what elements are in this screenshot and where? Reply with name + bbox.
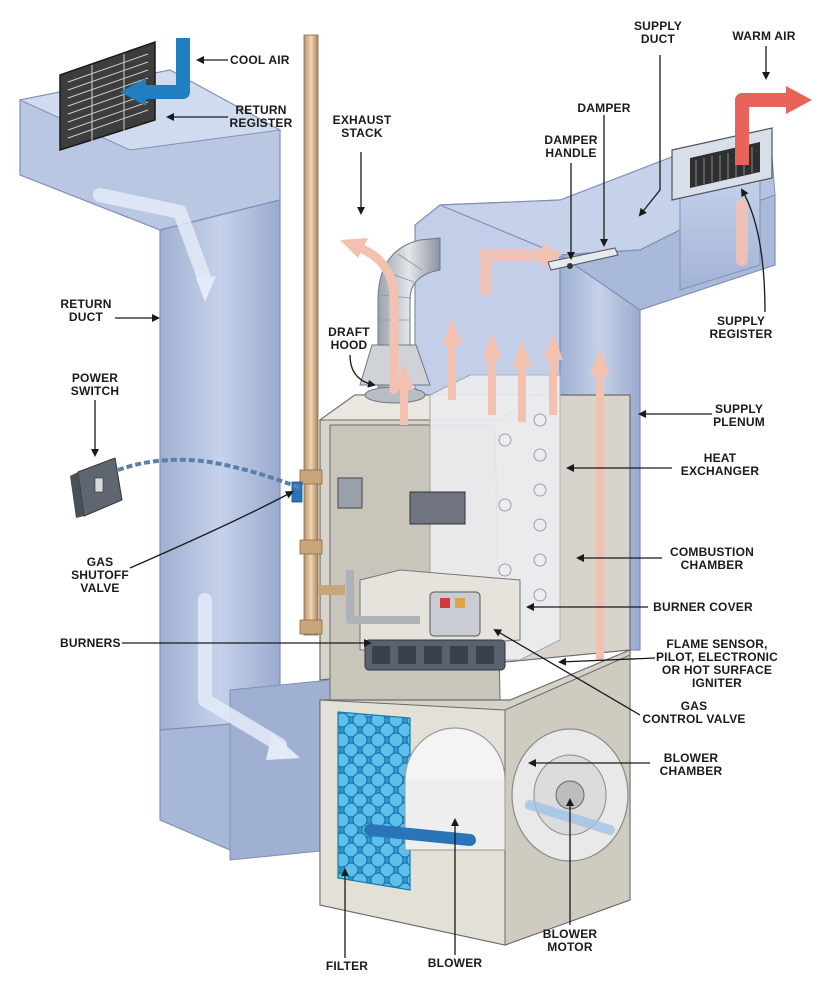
warm-air-arrow: [735, 93, 790, 165]
label-burner-cover: BURNER COVER: [653, 600, 753, 614]
exhaust-stack: [340, 237, 441, 404]
label-return-register: RETURN REGISTER: [229, 103, 293, 130]
label-cool-air: COOL AIR: [230, 53, 290, 67]
return-register-grille: [59, 40, 156, 152]
label-supply-register: SUPPLY REGISTER: [709, 314, 773, 341]
label-exhaust-stack: EXHAUST STACK: [332, 113, 392, 140]
damper: [547, 247, 619, 271]
label-damper-handle: DAMPER HANDLE: [544, 133, 598, 160]
label-draft-hood: DRAFT HOOD: [328, 325, 370, 352]
label-gas-control-valve: GAS CONTROL VALVE: [642, 699, 746, 726]
cool-air-arrow: [140, 38, 190, 99]
gas-control-valve: [429, 591, 481, 637]
power-switch: [70, 457, 123, 518]
label-supply-duct: SUPPLY DUCT: [633, 19, 683, 46]
burners: [364, 639, 506, 671]
label-filter: FILTER: [325, 959, 369, 973]
furnace-cabinet: [318, 374, 631, 946]
label-damper: DAMPER: [577, 101, 631, 115]
label-burners: BURNERS: [60, 636, 121, 650]
control-box: [409, 491, 466, 525]
label-combustion-chamber: COMBUSTION CHAMBER: [670, 545, 754, 572]
label-blower-chamber: BLOWER CHAMBER: [659, 751, 723, 778]
label-heat-exchanger: HEAT EXCHANGER: [680, 451, 760, 478]
label-blower: BLOWER: [427, 956, 483, 970]
label-return-duct: RETURN DUCT: [60, 297, 112, 324]
label-supply-plenum: SUPPLY PLENUM: [713, 402, 765, 429]
label-warm-air: WARM AIR: [732, 29, 796, 43]
label-flame-sensor: FLAME SENSOR, PILOT, ELECTRONIC OR HOT S…: [655, 637, 779, 690]
return-duct: [18, 69, 331, 861]
warm-airflow: [479, 199, 748, 296]
label-gas-shutoff-valve: GAS SHUTOFF VALVE: [71, 555, 129, 595]
gas-supply-pipe: [299, 34, 345, 636]
leader-lines: [91, 46, 770, 958]
label-blower-motor: BLOWER MOTOR: [542, 927, 598, 954]
power-cable: [117, 457, 301, 490]
heat-rising-arrows: [394, 318, 610, 660]
filter-panel: [337, 711, 411, 891]
label-power-switch: POWER SWITCH: [70, 371, 120, 398]
